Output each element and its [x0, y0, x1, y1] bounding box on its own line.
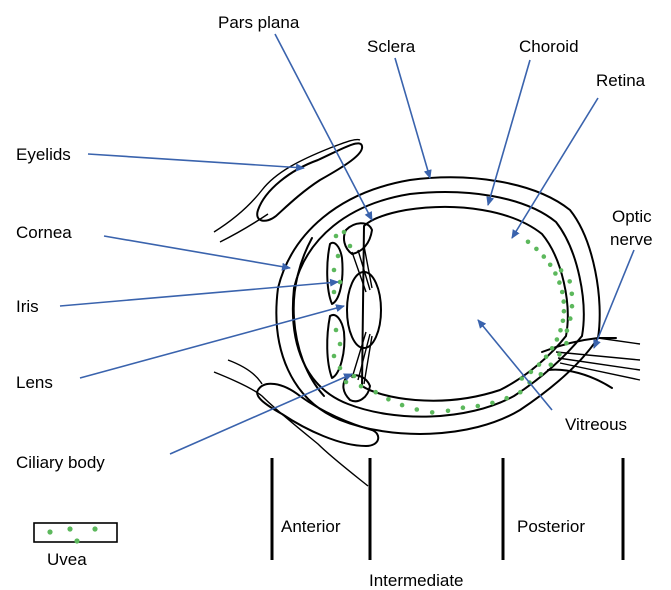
label-retina: Retina	[596, 71, 646, 90]
label-choroid: Choroid	[519, 37, 579, 56]
legend-label: Uvea	[47, 550, 87, 569]
uvea-dot	[338, 366, 343, 371]
uvea-dot	[359, 384, 364, 389]
label-vitreous: Vitreous	[565, 415, 627, 434]
uvea-dot	[544, 355, 549, 360]
uvea-dot	[560, 290, 565, 295]
region-dividers: Anterior Posterior Intermediate	[272, 458, 623, 590]
uvea-dot	[549, 363, 554, 368]
uvea-dot	[561, 299, 566, 304]
uvea-dot	[529, 370, 534, 375]
uvea-dot	[338, 280, 343, 285]
uvea-dot	[568, 316, 573, 321]
uvea-dot	[415, 407, 420, 412]
pointer-cornea	[104, 236, 290, 268]
cornea-inner	[294, 238, 324, 396]
label-eyelids: Eyelids	[16, 145, 71, 164]
legend-dot	[74, 538, 79, 543]
label-iris: Iris	[16, 297, 39, 316]
uvea-dot	[348, 244, 353, 249]
uvea-dot	[336, 254, 341, 259]
legend-dot	[92, 526, 97, 531]
uvea-dot	[476, 404, 481, 409]
uvea-dot	[386, 397, 391, 402]
label-ciliary-body: Ciliary body	[16, 453, 105, 472]
pointer-sclera	[395, 58, 430, 178]
uvea-dot	[520, 376, 525, 381]
uvea-dot	[539, 372, 544, 377]
pointer-pars-plana	[275, 34, 372, 220]
uvea-dots	[332, 230, 575, 415]
pointer-retina	[512, 98, 598, 238]
iris-upper	[327, 243, 342, 304]
legend: Uvea	[34, 523, 117, 569]
uvea-dot	[567, 279, 572, 284]
region-posterior: Posterior	[517, 517, 585, 536]
uvea-dot	[562, 309, 567, 314]
uvea-dot	[557, 352, 562, 357]
upper-eyelid	[214, 139, 362, 242]
uvea-dot	[534, 247, 539, 252]
sclera-outline	[276, 177, 599, 434]
uvea-dot	[446, 409, 451, 414]
uvea-dot	[332, 268, 337, 273]
uvea-dot	[344, 380, 349, 385]
ciliary-upper	[344, 223, 372, 254]
uvea-dot	[555, 337, 560, 342]
uvea-dot	[400, 403, 405, 408]
uvea-dot	[570, 304, 575, 309]
label-optic-nerve-1: Optic	[612, 207, 652, 226]
region-anterior: Anterior	[281, 517, 341, 536]
region-intermediate: Intermediate	[369, 571, 464, 590]
uvea-dot	[430, 410, 435, 415]
uvea-dot	[557, 280, 562, 285]
uvea-dot	[537, 362, 542, 367]
uvea-dot	[332, 354, 337, 359]
uvea-dot	[570, 292, 575, 297]
label-pars-plana: Pars plana	[218, 13, 300, 32]
uvea-dot	[526, 240, 531, 245]
uvea-dot	[504, 396, 509, 401]
uvea-dot	[564, 341, 569, 346]
retina-outline	[362, 207, 568, 401]
uvea-dot	[558, 328, 563, 333]
uvea-dot	[559, 268, 564, 273]
legend-dot	[67, 526, 72, 531]
choroid-outline	[293, 192, 584, 417]
uvea-dot	[553, 271, 558, 276]
uvea-dot	[542, 254, 547, 259]
uvea-dot	[518, 390, 523, 395]
uvea-dot	[352, 374, 357, 379]
uvea-dot	[461, 405, 466, 410]
label-lens: Lens	[16, 373, 53, 392]
uvea-dot	[342, 230, 347, 235]
label-optic-nerve-2: nerve	[610, 230, 653, 249]
uvea-dot	[338, 342, 343, 347]
uvea-dot	[332, 290, 337, 295]
uvea-dot	[490, 401, 495, 406]
uvea-dot	[565, 328, 570, 333]
label-sclera: Sclera	[367, 37, 416, 56]
uvea-dot	[334, 234, 339, 239]
uvea-dot	[334, 328, 339, 333]
uvea-dot	[550, 346, 555, 351]
legend-dot	[47, 529, 52, 534]
pointer-iris	[60, 282, 338, 306]
pointer-eyelids	[88, 154, 304, 168]
uvea-dot	[561, 319, 566, 324]
label-cornea: Cornea	[16, 223, 72, 242]
eyeball	[276, 177, 599, 434]
uvea-dot	[548, 263, 553, 268]
uvea-dot	[373, 390, 378, 395]
